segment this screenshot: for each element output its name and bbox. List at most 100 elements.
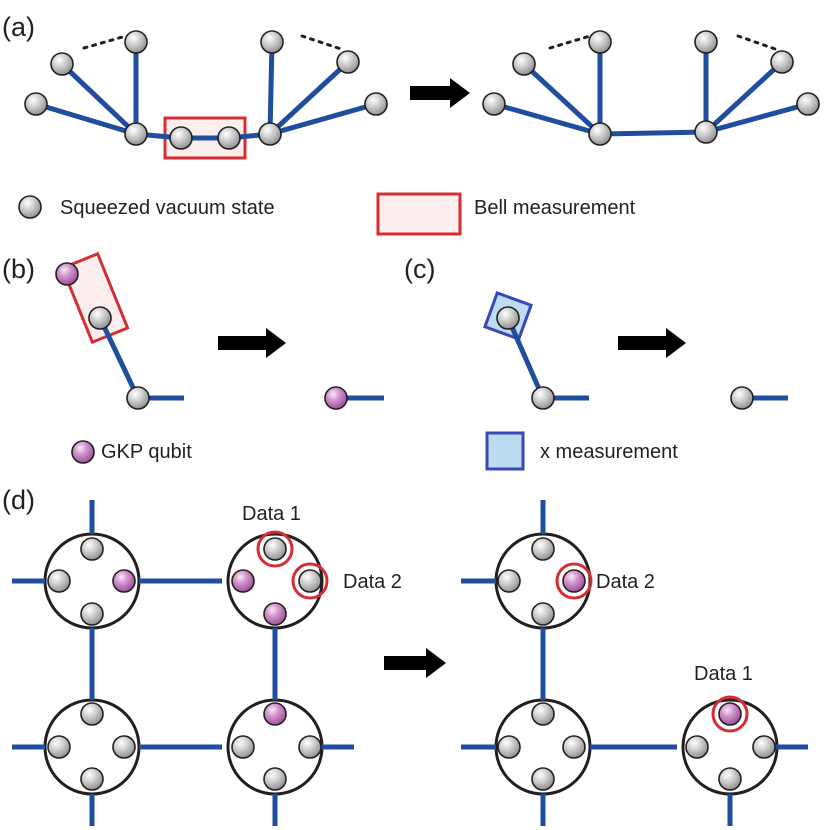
legend-bell-box xyxy=(376,192,462,236)
squeezed-node-2 xyxy=(124,30,148,54)
squeezed-node-49 xyxy=(562,735,586,759)
data-marker-ring-2 xyxy=(555,562,593,600)
squeezed-node-43 xyxy=(531,537,555,561)
squeezed-node-12 xyxy=(588,30,612,54)
squeezed-node-44 xyxy=(497,569,521,593)
data1-label-right: Data 1 xyxy=(694,663,753,685)
panel-label-c: (c) xyxy=(404,254,435,284)
legend-squeezed-text: Squeezed vacuum state xyxy=(60,197,275,219)
arrow-a xyxy=(410,78,470,108)
squeezed-node-25 xyxy=(531,386,555,410)
ellipsis-dots-2 xyxy=(548,34,592,50)
squeezed-node-18 xyxy=(18,195,42,219)
squeezed-node-36 xyxy=(47,735,71,759)
squeezed-node-11 xyxy=(512,52,536,76)
edge-15 xyxy=(705,101,809,135)
squeezed-node-15 xyxy=(694,30,718,54)
legend-xmeas-text: x measurement xyxy=(540,441,678,463)
squeezed-node-21 xyxy=(88,306,112,330)
squeezed-node-24 xyxy=(496,306,520,330)
panel-label-a: (a) xyxy=(2,12,35,42)
squeezed-node-16 xyxy=(770,50,794,74)
graph-dots xyxy=(82,34,780,52)
graph-edges xyxy=(12,41,809,826)
squeezed-node-48 xyxy=(497,735,521,759)
squeezed-node-3 xyxy=(124,122,148,146)
gkp-qubit-node-23 xyxy=(324,386,348,410)
legend-bell-text: Bell measurement xyxy=(474,197,636,219)
squeezed-node-27 xyxy=(80,537,104,561)
graph-nodes xyxy=(18,30,820,791)
data-marker-ring-3 xyxy=(711,695,749,733)
edge-10 xyxy=(522,62,602,136)
squeezed-node-46 xyxy=(531,602,555,626)
gkp-qubit-node-34 xyxy=(263,602,287,626)
edge-8 xyxy=(269,101,377,137)
data-marker-ring-0 xyxy=(256,530,294,568)
arrow-b xyxy=(218,328,286,358)
edge-19 xyxy=(505,316,546,400)
arrow-c xyxy=(618,328,686,358)
squeezed-node-7 xyxy=(260,30,284,54)
edge-7 xyxy=(268,60,350,136)
squeezed-node-38 xyxy=(80,767,104,791)
squeezed-node-33 xyxy=(298,569,322,593)
legend-gkp-text: GKP qubit xyxy=(101,441,192,463)
squeezed-node-30 xyxy=(80,602,104,626)
edge-14 xyxy=(704,60,784,134)
squeezed-node-47 xyxy=(531,702,555,726)
gkp-qubit-node-32 xyxy=(231,569,255,593)
squeezed-node-14 xyxy=(694,120,718,144)
squeezed-node-1 xyxy=(50,52,74,76)
squeezed-node-54 xyxy=(718,767,742,791)
data1-label-left: Data 1 xyxy=(242,503,301,525)
squeezed-node-13 xyxy=(588,122,612,146)
squeezed-node-37 xyxy=(112,735,136,759)
squeezed-node-0 xyxy=(24,92,48,116)
squeezed-node-5 xyxy=(217,126,241,150)
squeezed-node-40 xyxy=(231,735,255,759)
squeezed-node-41 xyxy=(298,735,322,759)
ellipsis-dots-0 xyxy=(82,34,128,50)
squeezed-node-22 xyxy=(126,386,150,410)
data-markers xyxy=(256,530,749,733)
squeezed-node-42 xyxy=(263,767,287,791)
data2-label-right: Data 2 xyxy=(596,571,655,593)
squeezed-node-31 xyxy=(263,537,287,561)
gkp-qubit-node-20 xyxy=(55,262,79,286)
edge-0 xyxy=(35,101,137,137)
data-marker-ring-1 xyxy=(291,562,329,600)
edge-16 xyxy=(97,316,141,400)
edge-9 xyxy=(493,101,601,137)
panel-label-b: (b) xyxy=(2,254,35,284)
measurement-boxes xyxy=(60,116,533,471)
legend-x-box xyxy=(485,431,525,471)
squeezed-node-52 xyxy=(685,735,709,759)
squeezed-node-28 xyxy=(47,569,71,593)
edge-12 xyxy=(599,129,707,137)
squeezed-node-9 xyxy=(364,92,388,116)
transition-arrows xyxy=(218,78,686,678)
data2-label-left: Data 2 xyxy=(343,571,402,593)
gkp-qubit-node-51 xyxy=(718,702,742,726)
squeezed-node-26 xyxy=(730,386,754,410)
panel-label-d: (d) xyxy=(2,485,35,515)
ellipsis-dots-3 xyxy=(736,34,780,52)
edge-1 xyxy=(60,62,138,136)
gkp-qubit-node-29 xyxy=(112,569,136,593)
squeezed-node-4 xyxy=(169,126,193,150)
squeezed-node-50 xyxy=(531,767,555,791)
gkp-qubit-node-39 xyxy=(263,702,287,726)
squeezed-node-10 xyxy=(482,92,506,116)
squeezed-node-6 xyxy=(258,122,282,146)
squeezed-node-8 xyxy=(336,50,360,74)
squeezed-node-17 xyxy=(796,92,820,116)
arrow-d xyxy=(384,648,446,678)
squeezed-node-53 xyxy=(752,735,776,759)
ellipsis-dots-1 xyxy=(300,34,346,52)
gkp-qubit-node-19 xyxy=(71,440,95,464)
edge-6 xyxy=(267,41,275,135)
squeezed-node-35 xyxy=(80,702,104,726)
gkp-qubit-node-45 xyxy=(562,569,586,593)
